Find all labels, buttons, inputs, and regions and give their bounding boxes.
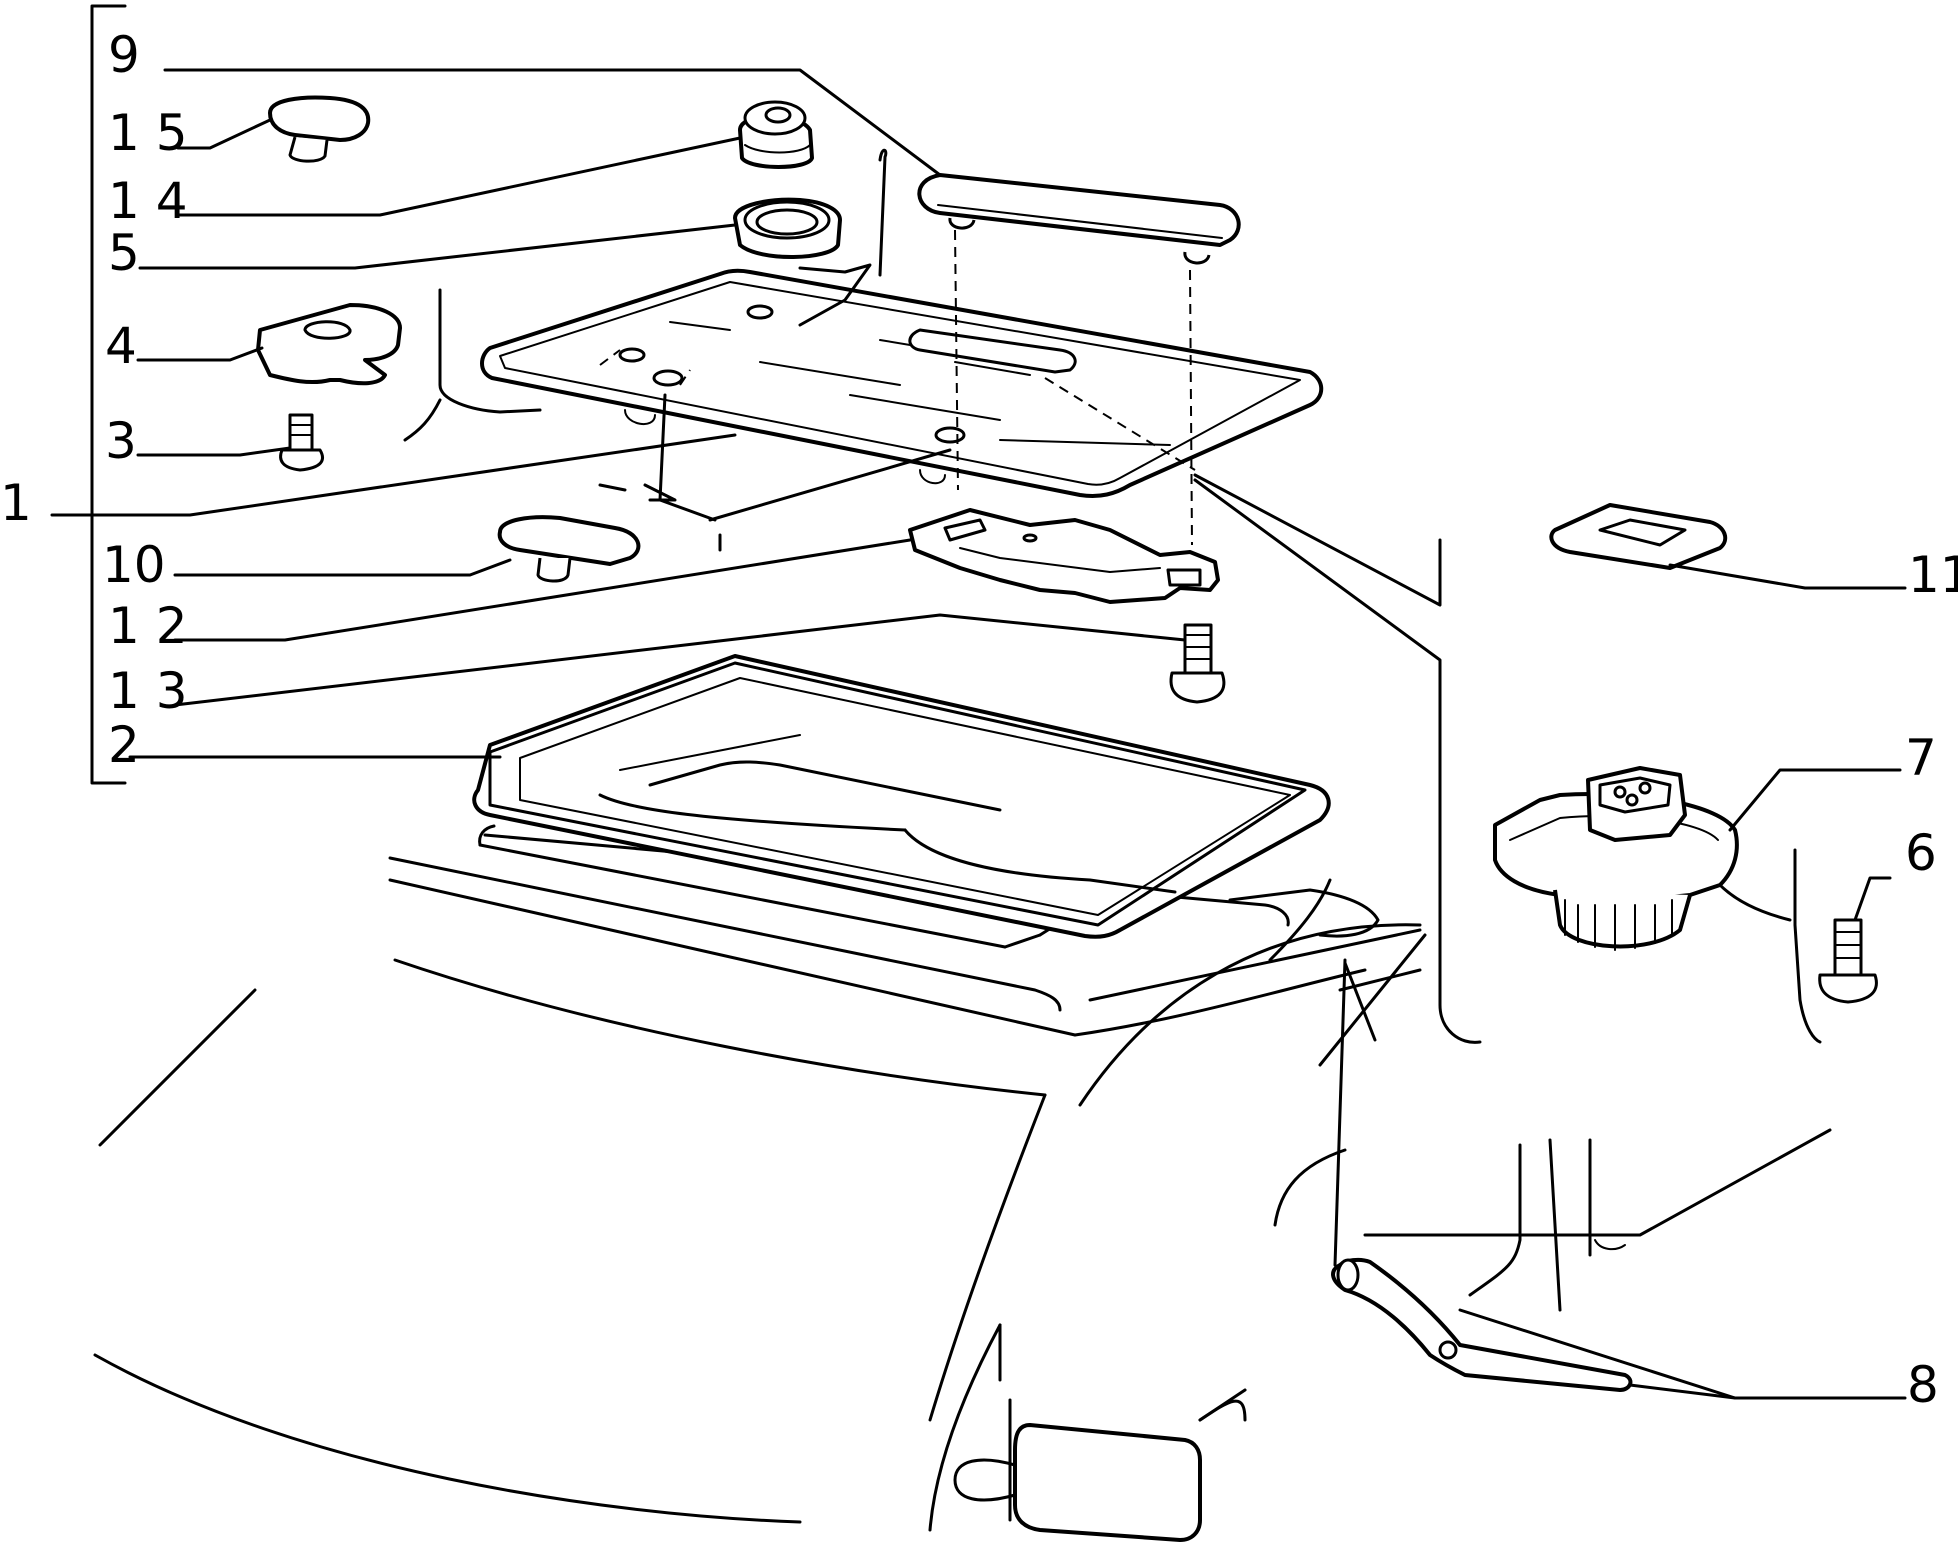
- label-14: 1 4: [108, 172, 188, 230]
- label-5: 5: [108, 224, 140, 282]
- part-10-cap: [497, 515, 641, 583]
- label-10: 10: [102, 536, 166, 594]
- part-12-latch: [908, 508, 1220, 604]
- labels: 9 1 5 1 4 5 4 3 1 10 1 2 1 3 2 11 7 6 8: [0, 26, 1958, 1414]
- part-1-glass-panel: [403, 148, 1324, 498]
- label-2: 2: [108, 716, 140, 774]
- label-11: 11: [1908, 546, 1958, 604]
- label-8: 8: [1907, 1356, 1939, 1414]
- part-14-grommet: [738, 100, 814, 169]
- part-7-motor: [1493, 766, 1792, 951]
- part-8-hose: [1273, 958, 1832, 1392]
- group-bracket: [90, 4, 127, 785]
- part-6-screw: [1818, 918, 1878, 1004]
- part-15-cap: [268, 95, 371, 163]
- leader-lines: [50, 68, 1907, 1400]
- part-3-screw: [279, 413, 324, 472]
- label-4: 4: [105, 317, 137, 375]
- part-11-gasket: [1549, 503, 1728, 570]
- label-13: 1 3: [108, 662, 188, 720]
- part-2-frame-seal: [472, 654, 1331, 939]
- label-9: 9: [108, 26, 140, 84]
- label-12: 1 2: [108, 597, 188, 655]
- label-7: 7: [1905, 729, 1937, 787]
- label-15: 1 5: [108, 104, 188, 162]
- label-6: 6: [1905, 824, 1937, 882]
- part-13-screw: [1169, 623, 1226, 704]
- part-5-ring: [733, 197, 842, 259]
- support-lines: [1193, 473, 1822, 1044]
- part-9-handle: [917, 173, 1241, 265]
- part-4-bracket: [256, 303, 402, 386]
- dashed-guides: [599, 229, 1196, 546]
- label-1: 1: [0, 474, 32, 532]
- label-3: 3: [105, 412, 137, 470]
